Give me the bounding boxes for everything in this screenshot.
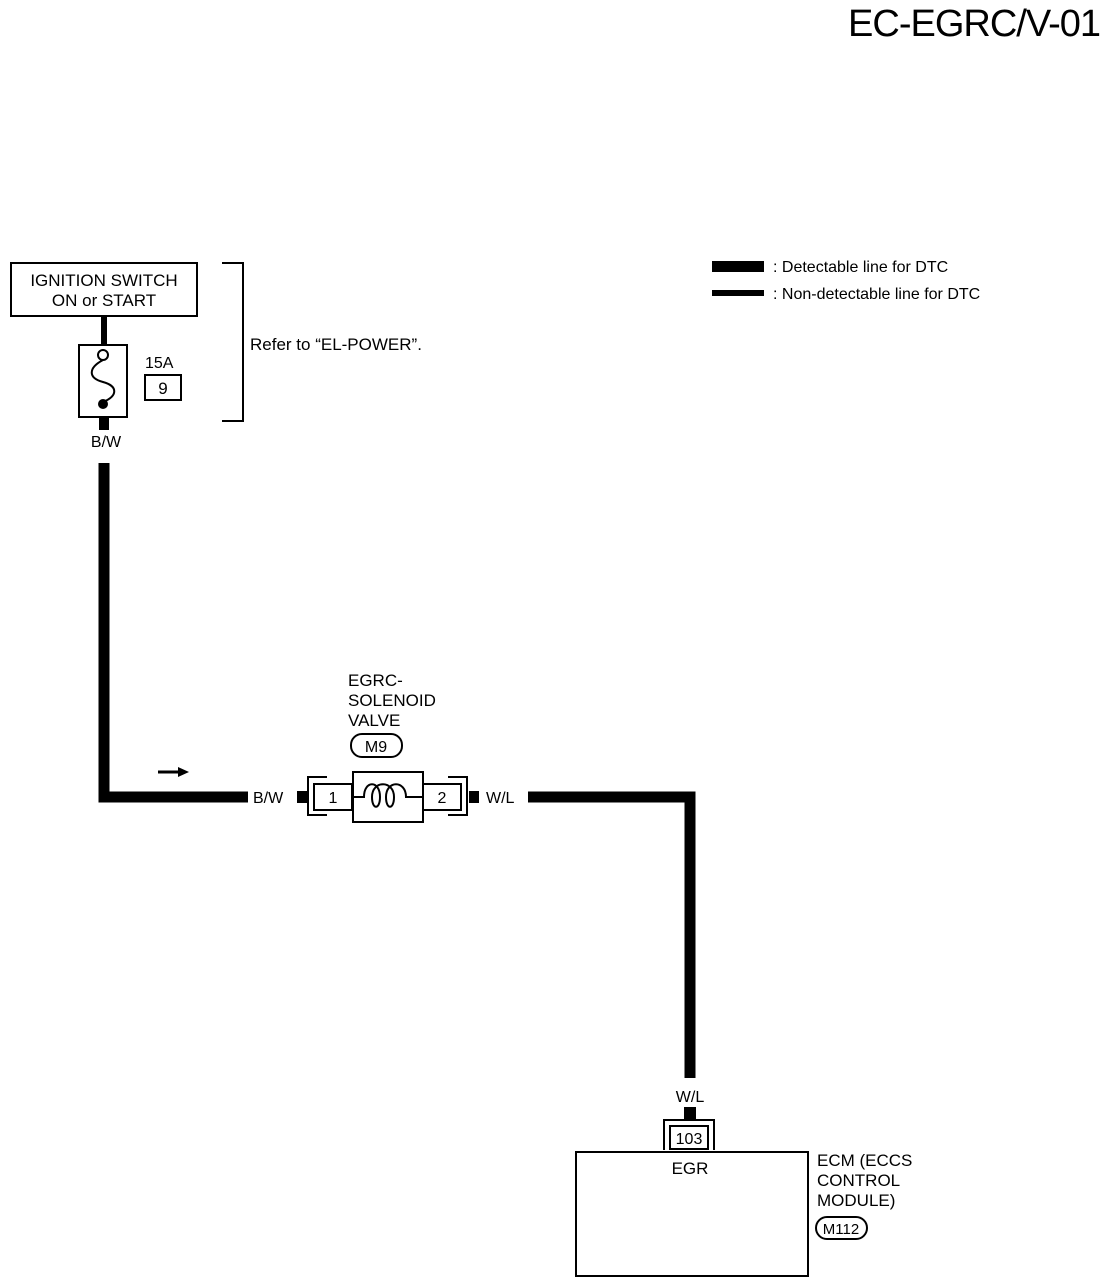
solenoid-coil-icon	[353, 783, 423, 808]
ecm-terminal: 103	[676, 1131, 703, 1148]
wire-color-valve-out: W/L	[486, 790, 515, 807]
ecm-terminal-label: EGR	[672, 1159, 709, 1178]
fuse-top-terminal	[97, 349, 109, 361]
solenoid-connector-badge	[350, 733, 403, 758]
ignition-switch: IGNITION SWITCH ON or START	[10, 262, 198, 317]
fuse-element-icon	[90, 359, 116, 403]
refer-bracket	[222, 262, 244, 422]
refer-note: Refer to “EL-POWER”.	[250, 335, 422, 354]
ecm-input-stub	[684, 1107, 696, 1120]
legend-detectable-swatch	[712, 261, 764, 272]
ecm-connector-badge	[815, 1216, 868, 1240]
current-arrow-icon	[158, 767, 189, 777]
wire-color-valve-in: B/W	[253, 790, 284, 807]
ecm-label-line1: ECM (ECCS	[817, 1151, 912, 1170]
switch-to-fuse-line	[101, 316, 107, 349]
ecm-terminal-bracket	[663, 1119, 715, 1150]
pin1-stub	[297, 791, 307, 803]
solenoid-label-line1: EGRC-	[348, 671, 403, 690]
ecm-label-line2: CONTROL	[817, 1171, 900, 1190]
fuse-number-box	[144, 374, 182, 401]
fuse-rating: 15A	[145, 355, 174, 372]
ecm-box	[575, 1151, 809, 1277]
pin1-label: 1	[329, 790, 338, 807]
solenoid-connector: M9	[365, 739, 387, 756]
wire-color-ecm-in: W/L	[676, 1089, 705, 1106]
connector-left-bracket	[307, 776, 327, 816]
ecm-label-line3: MODULE)	[817, 1191, 895, 1210]
legend-non-detectable-label: : Non-detectable line for DTC	[773, 286, 980, 303]
connector-right-bracket	[448, 776, 468, 816]
solenoid-label-line2: SOLENOID	[348, 691, 436, 710]
fuse-number: 9	[158, 379, 167, 398]
wl-detectable-wire	[528, 791, 696, 1078]
legend-detectable-label: : Detectable line for DTC	[773, 259, 948, 276]
fuse: 15A 9	[78, 344, 182, 418]
ignition-switch-line2: ON or START	[52, 291, 156, 310]
egrc-solenoid-valve: EGRC- SOLENOID VALVE M9 1 2	[307, 671, 468, 823]
pin1-box	[313, 783, 353, 811]
ignition-switch-line1: IGNITION SWITCH	[30, 271, 177, 290]
ecm-terminal-box	[669, 1125, 709, 1150]
legend-non-detectable-swatch	[712, 290, 764, 296]
pin2-label: 2	[438, 790, 447, 807]
fuse-bottom-terminal	[98, 399, 108, 409]
pin2-box	[422, 783, 462, 811]
pin2-stub	[469, 791, 479, 803]
bw-detectable-wire	[98, 463, 248, 803]
ecm: 103 EGR ECM (ECCS CONTROL MODULE) M112	[575, 1119, 912, 1277]
solenoid-label-line3: VALVE	[348, 711, 400, 730]
page-code: EC-EGRC/V-01	[848, 3, 1100, 45]
wire-color-fuse-out: B/W	[91, 434, 122, 451]
legend: : Detectable line for DTC : Non-detectab…	[712, 259, 980, 303]
fuse-output-stub	[99, 417, 109, 430]
ecm-connector: M112	[823, 1221, 859, 1238]
